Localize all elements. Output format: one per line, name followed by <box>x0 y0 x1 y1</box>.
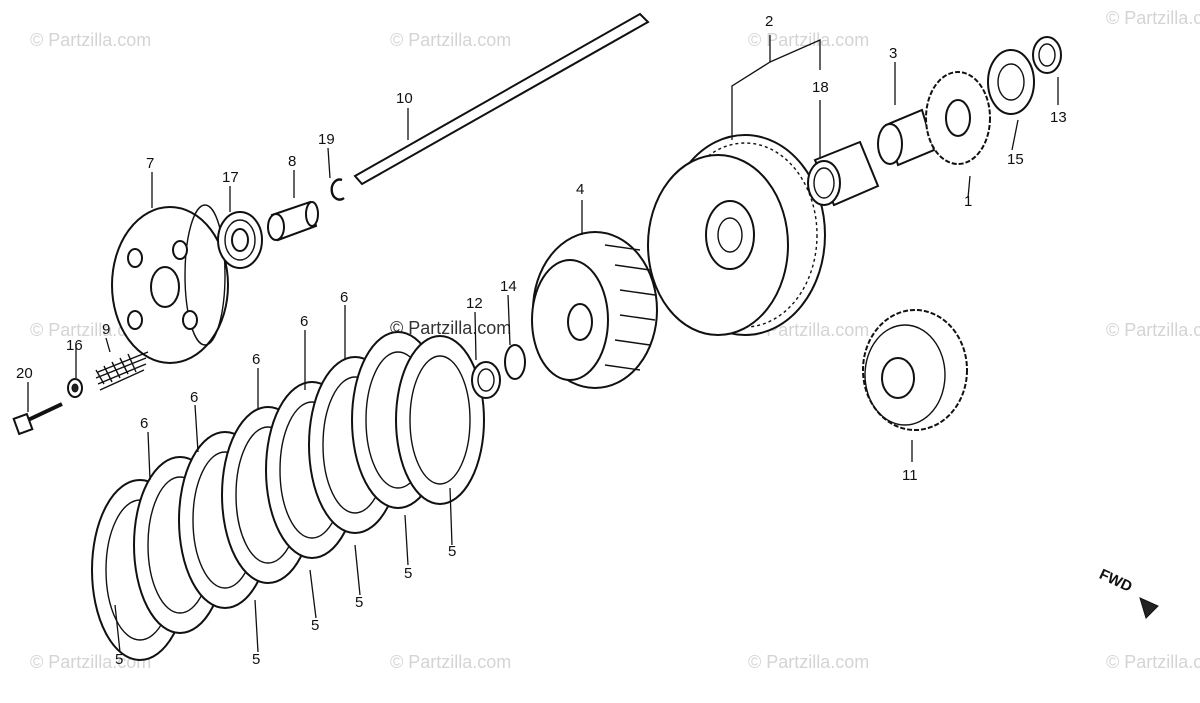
label-6: 6 <box>340 289 348 306</box>
watermark-center: © Partzilla.com <box>390 318 511 338</box>
watermark: © Partzilla.com <box>748 652 869 672</box>
watermark: © Partzilla.com <box>748 30 869 50</box>
clutch-plate-stack <box>91 331 485 661</box>
watermark: © Partzilla.com <box>390 30 511 50</box>
label-15: 15 <box>1007 151 1024 168</box>
label-6: 6 <box>140 415 148 432</box>
callout-labels: 2 18 3 13 15 1 10 19 8 17 7 4 12 14 9 16… <box>16 13 1067 668</box>
fwd-indicator: FWD <box>1096 566 1159 619</box>
label-12: 12 <box>466 295 483 312</box>
clutch-center <box>531 231 658 389</box>
label-6: 6 <box>300 313 308 330</box>
label-5: 5 <box>115 651 123 668</box>
watermark: © Partzilla.com <box>1106 8 1200 28</box>
end-collar <box>1032 36 1062 74</box>
bearing <box>217 211 263 269</box>
label-9: 9 <box>102 321 110 338</box>
label-13: 13 <box>1050 109 1067 126</box>
leader-lines <box>27 35 1059 653</box>
label-20: 20 <box>16 365 33 382</box>
watermark: © Partzilla.com <box>30 652 151 672</box>
label-6: 6 <box>252 351 260 368</box>
label-5: 5 <box>355 594 363 611</box>
fwd-label: FWD <box>1096 566 1134 596</box>
label-14: 14 <box>500 278 517 295</box>
collar <box>471 361 501 399</box>
fwd-arrow-icon <box>1139 597 1159 619</box>
label-5: 5 <box>311 617 319 634</box>
watermarks: © Partzilla.com © Partzilla.com © Partzi… <box>30 8 1200 672</box>
needle-bearing <box>807 140 880 207</box>
label-17: 17 <box>222 169 239 186</box>
pushrod <box>353 12 650 186</box>
watermark: © Partzilla.com <box>1106 652 1200 672</box>
washer <box>67 378 83 398</box>
driven-gear <box>862 309 968 431</box>
guide-collar <box>877 108 936 167</box>
watermark: © Partzilla.com <box>390 652 511 672</box>
clutch-outer <box>647 134 826 336</box>
lifter-piece <box>267 200 319 242</box>
primary-gear <box>925 71 991 165</box>
bolt <box>12 402 63 436</box>
clutch-spring <box>95 351 149 391</box>
label-5: 5 <box>252 651 260 668</box>
label-1: 1 <box>964 193 972 210</box>
pressure-plate <box>111 204 229 364</box>
label-8: 8 <box>288 153 296 170</box>
thrust-washer-large <box>987 49 1035 115</box>
label-16: 16 <box>66 337 83 354</box>
label-6: 6 <box>190 389 198 406</box>
label-7: 7 <box>146 155 154 172</box>
label-5: 5 <box>404 565 412 582</box>
watermark: © Partzilla.com <box>30 30 151 50</box>
label-2: 2 <box>765 13 773 30</box>
label-10: 10 <box>396 90 413 107</box>
label-18: 18 <box>812 79 829 96</box>
label-19: 19 <box>318 131 335 148</box>
label-11: 11 <box>902 467 918 484</box>
label-4: 4 <box>576 181 584 198</box>
circlip <box>330 178 345 201</box>
thrust-washer <box>504 344 526 380</box>
label-3: 3 <box>889 45 897 62</box>
watermark: © Partzilla.com <box>1106 320 1200 340</box>
label-5: 5 <box>448 543 456 560</box>
